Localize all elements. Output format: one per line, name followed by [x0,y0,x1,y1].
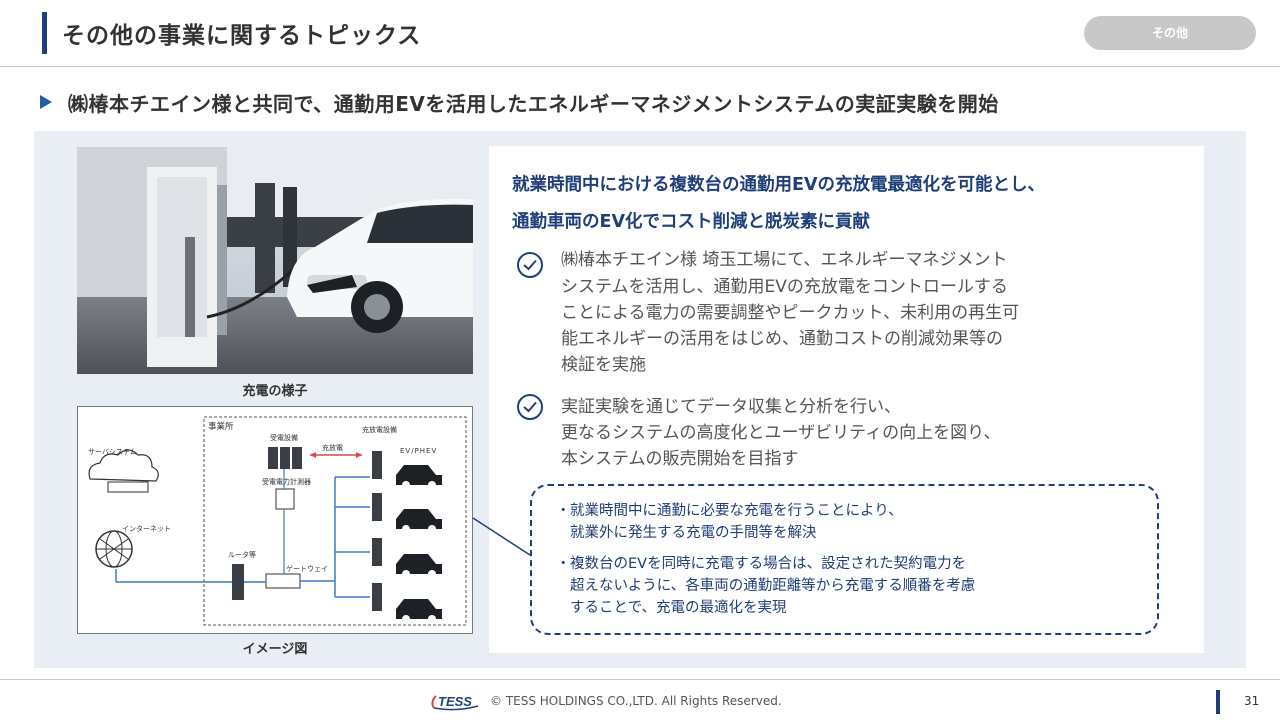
triangle-bullet-icon [40,95,52,109]
photo-caption: 充電の様子 [242,384,308,399]
note-2-line-3: することで、充電の最適化を実現 [570,600,787,616]
note-1-line-1: ・就業時間中に通勤に必要な充電を行うことにより、 [556,503,903,519]
check-circle-icon [517,394,543,420]
diagram-label-internet: インターネット [122,525,171,533]
point-2-line-1: 実証実験を通じてデータ収集と分析を行い、 [561,397,901,417]
diagram-label-office: 事業所 [208,422,234,432]
point-2-line-2: 更なるシステムの高度化とユーザビリティの向上を図り、 [561,423,1001,443]
page-number: 31 [1244,694,1260,708]
note-2-line-2: 超えないように、各車両の通勤距離等から充電する順番を考慮 [570,578,976,594]
header-divider [0,66,1280,67]
diagram-label-router: ルータ等 [228,551,256,559]
diagram-label-gateway: ゲートウェイ [286,565,328,573]
check-circle-icon [517,252,543,278]
diagram-label-charge-discharge: 充放電 [322,444,343,452]
note-1-line-2: 就業外に発生する充電の手間等を解決 [570,525,817,541]
notes-callout [530,484,1159,635]
point-1-line-4: 能エネルギーの活用をはじめ、通勤コストの削減効果等の [561,329,1003,349]
point-2-line-3: 本システムの販売開始を目指す [561,449,799,469]
page-number-accent [1216,690,1220,714]
diagram-label-ev-phev: EV/PHEV [400,447,438,455]
point-1-line-3: ことによる電力の需要調整やピークカット、未利用の再生可 [561,303,1020,323]
point-1-line-1: ㈱椿本チエイン様 埼玉工場にて、エネルギーマネジメント [561,250,1008,270]
point-1-line-2: システムを活用し、通勤用EVの充放電をコントロールする [561,277,1008,297]
copyright-text: © TESS HOLDINGS CO.,LTD. All Rights Rese… [490,694,782,708]
note-2-line-1: ・複数台のEVを同時に充電する場合は、設定された契約電力を [556,556,967,572]
diagram-caption: イメージ図 [242,642,308,657]
lead-line-1: 就業時間中における複数台の通勤用EVの充放電最適化を可能とし、 [512,175,1045,195]
page-title: その他の事業に関するトピックス [62,23,422,49]
diagram-label-server: サーバシステム [88,448,137,456]
footer-divider [0,679,1280,680]
category-tag: その他 [1084,16,1256,50]
charging-photo [77,147,473,374]
tess-logo: TESS [428,692,484,712]
point-1-line-5: 検証を実施 [561,355,646,375]
slide-subheading: ㈱椿本チエイン様と共同で、通勤用EVを活用したエネルギーマネジメントシステムの実… [68,92,999,116]
lead-line-2: 通勤車両のEV化でコスト削減と脱炭素に貢献 [512,212,870,232]
diagram-label-power-receiving: 受電設備 [270,434,298,442]
diagram-label-power-meter: 受電電力計測器 [262,478,311,486]
description-panel [489,146,1204,653]
diagram-label-charger-equipment: 充放電設備 [362,426,397,434]
title-accent-bar [42,12,47,54]
system-diagram: 事業所 サーバシステム インターネット ルータ等 ゲートウェイ 受電設備 受電電… [77,406,473,634]
